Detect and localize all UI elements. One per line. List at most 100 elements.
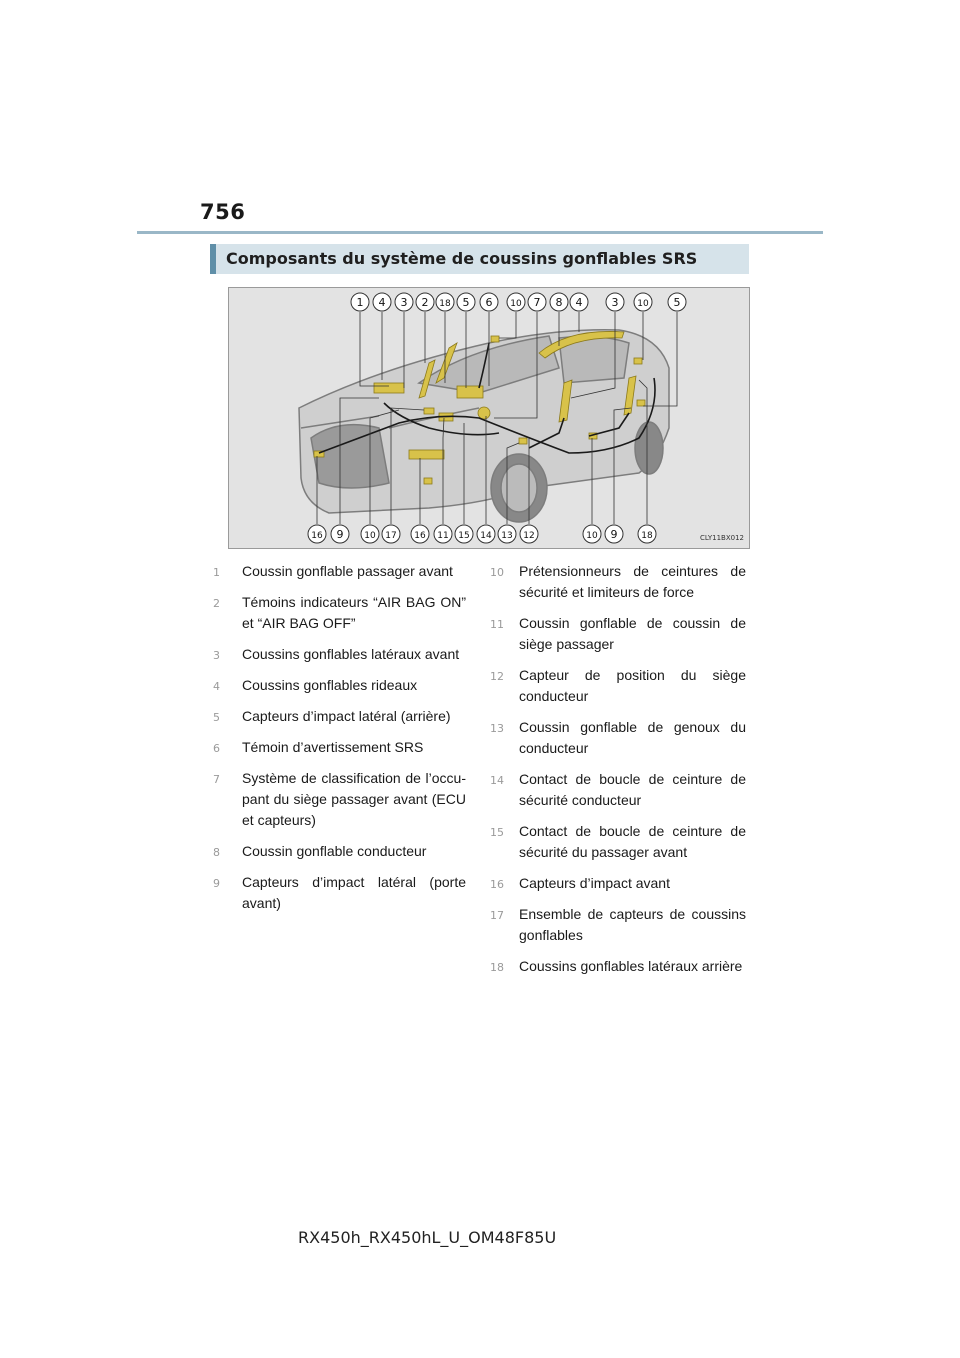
svg-text:5: 5 [674,296,681,309]
svg-text:5: 5 [463,296,470,309]
item-number: 6 [213,742,220,755]
item-number: 11 [490,618,504,631]
svg-text:11: 11 [437,531,448,541]
item-text: Coussin gonflable de genoux du conducteu… [519,719,746,756]
svg-text:16: 16 [311,531,323,541]
item-number: 3 [213,649,220,662]
item-text: Contact de boucle de ceinture de sécurit… [519,823,746,860]
callout-number-top: 10 [633,292,653,312]
item-number: 10 [490,566,504,579]
callout-number-top: 5 [667,292,687,312]
item-text: Prétensionneurs de ceintures de sécurité… [519,563,746,600]
item-number: 17 [490,909,504,922]
svg-text:15: 15 [458,531,469,541]
page-number: 756 [200,200,246,224]
legend-item: 5 Capteurs d’impact latéral (arrière) [213,706,466,727]
callout-number-bottom: 10 [360,524,380,544]
item-number: 13 [490,722,504,735]
item-text: Coussins gonflables latéraux arrière [519,958,743,974]
callout-number-top: 3 [394,292,414,312]
svg-text:18: 18 [641,531,653,541]
callout-number-top: 10 [506,292,526,312]
legend-item: 17 Ensemble de capteurs de coussins gonfl… [490,904,746,946]
item-text: Coussins gonflables latéraux avant [242,646,460,662]
legend-item: 8 Coussin gonflable conducteur [213,841,466,862]
callout-number-bottom: 12 [519,524,539,544]
item-text: Témoins indicateurs “AIR BAG ON” et “AIR… [242,594,466,631]
svg-text:4: 4 [576,296,583,309]
legend-item: 14 Contact de boucle de ceinture de sécur… [490,769,746,811]
item-text: Coussin gonflable conducteur [242,843,427,859]
item-text: Coussin gonflable passager avant [242,563,453,579]
callout-number-bottom: 16 [307,524,327,544]
svg-text:9: 9 [611,528,618,541]
callout-number-top: 18 [435,292,455,312]
svg-text:4: 4 [379,296,386,309]
callout-number-bottom: 17 [381,524,401,544]
item-text: Capteur de position du siège conducteur [519,667,746,704]
callout-number-top: 5 [456,292,476,312]
callout-number-bottom: 16 [410,524,430,544]
legend-item: 12 Capteur de position du siège conducteu… [490,665,746,707]
callout-number-bottom: 10 [582,524,602,544]
callout-number-top: 6 [479,292,499,312]
item-number: 12 [490,670,504,683]
car-body [298,329,670,523]
legend-right-column: 10 Prétensionneurs de ceintures de sécuri… [490,561,746,987]
callout-number-bottom: 18 [637,524,657,544]
callout-number-top: 1 [350,292,370,312]
svg-text:17: 17 [385,531,396,541]
item-number: 15 [490,826,504,839]
callout-number-top: 4 [372,292,392,312]
svg-text:16: 16 [414,531,426,541]
callout-number-bottom: 11 [433,524,453,544]
item-text: Témoin d’avertissement SRS [242,739,424,755]
item-number: 8 [213,846,220,859]
figure-code: CLY11BX012 [700,534,744,542]
item-number: 1 [213,566,220,579]
svg-text:8: 8 [556,296,563,309]
svg-text:9: 9 [337,528,344,541]
item-text: Contact de boucle de ceinture de sécurit… [519,771,746,808]
callout-number-bottom: 14 [476,524,496,544]
item-number: 9 [213,877,220,890]
item-text: Capteurs d’impact avant [519,875,670,891]
legend-item: 16 Capteurs d’impact avant [490,873,746,894]
callout-number-top: 8 [549,292,569,312]
legend-item: 6 Témoin d’avertissement SRS [213,737,466,758]
callout-number-top: 7 [527,292,547,312]
callout-number-top: 4 [569,292,589,312]
airbag-components [313,331,646,485]
svg-text:10: 10 [364,531,376,541]
svg-text:10: 10 [586,531,598,541]
callout-lines [316,312,678,524]
item-number: 14 [490,774,504,787]
svg-text:3: 3 [401,296,408,309]
item-text: Coussins gonflables rideaux [242,677,418,693]
svg-text:3: 3 [612,296,619,309]
item-number: 16 [490,878,504,891]
svg-text:10: 10 [637,299,649,309]
item-text: Capteurs d’impact latéral (porte avant) [242,874,466,911]
item-text: Système de classification de l’occu- pan… [242,770,466,828]
legend-item: 15 Contact de boucle de ceinture de sécur… [490,821,746,863]
callout-number-bottom: 9 [604,524,624,544]
wiring-harness [318,342,656,454]
footer-code: RX450h_RX450hL_U_OM48F85U [298,1228,557,1247]
item-text: Capteurs d’impact latéral (arrière) [242,708,451,724]
item-text: Ensemble de capteurs de coussins gonflab… [519,906,746,943]
item-number: 5 [213,711,220,724]
callout-number-bottom: 9 [330,524,350,544]
section-title: Composants du système de coussins gonfla… [226,249,698,268]
svg-text:1: 1 [357,296,364,309]
callout-number-bottom: 13 [497,524,517,544]
legend-item: 9 Capteurs d’impact latéral (porte avant) [213,872,466,914]
legend-item: 3 Coussins gonflables latéraux avant [213,644,466,665]
